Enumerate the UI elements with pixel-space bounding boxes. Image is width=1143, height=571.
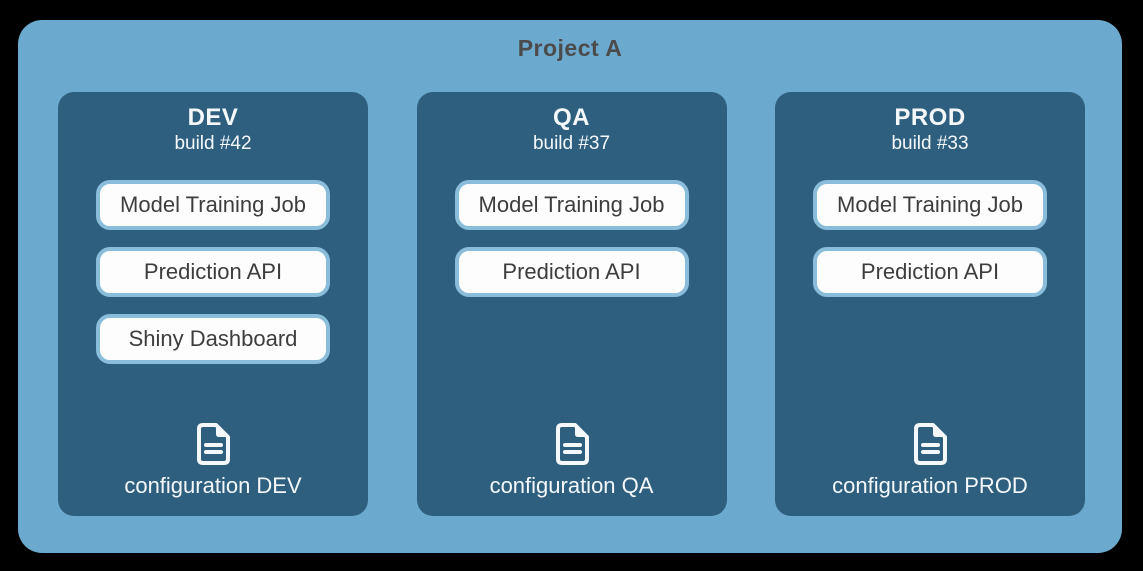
project-container: Project A DEV build #42 Model Training J… [18, 20, 1122, 553]
service-box: Model Training Job [813, 180, 1047, 230]
environment-build: build #42 [174, 133, 252, 154]
service-box: Prediction API [96, 247, 330, 297]
project-title: Project A [517, 35, 623, 61]
service-list: Model Training Job Prediction API [454, 180, 689, 297]
config-label: configuration QA [489, 473, 654, 498]
service-label: Model Training Job [120, 192, 306, 217]
environment-columns: DEV build #42 Model Training Job Predict… [58, 92, 1085, 516]
document-icon [914, 423, 947, 465]
document-icon [555, 423, 589, 465]
service-label: Shiny Dashboard [128, 326, 298, 351]
service-label: Model Training Job [478, 192, 665, 217]
service-label: Prediction API [860, 259, 1000, 284]
service-box: Prediction API [813, 247, 1047, 297]
service-box: Model Training Job [454, 180, 689, 230]
environment-build: build #33 [891, 133, 969, 154]
service-box: Shiny Dashboard [96, 314, 330, 364]
environment-build: build #37 [532, 133, 611, 154]
environment-panel-qa: QA build #37 Model Training Job Predicti… [416, 92, 727, 516]
environment-name: PROD [894, 104, 966, 131]
service-box: Prediction API [454, 247, 689, 297]
config-section: configuration DEV [58, 422, 368, 499]
service-list: Model Training Job Prediction API Shiny … [96, 180, 330, 364]
environment-name: DEV [187, 104, 239, 131]
environment-panel-dev: DEV build #42 Model Training Job Predict… [58, 92, 368, 516]
config-section: configuration QA [417, 422, 727, 499]
environment-name: QA [553, 104, 590, 131]
service-label: Model Training Job [837, 192, 1023, 217]
service-label: Prediction API [143, 259, 283, 284]
document-icon [197, 423, 230, 465]
service-list: Model Training Job Prediction API [813, 180, 1047, 297]
config-section: configuration PROD [775, 422, 1085, 499]
service-box: Model Training Job [96, 180, 330, 230]
config-label: configuration PROD [832, 473, 1028, 498]
environment-panel-prod: PROD build #33 Model Training Job Predic… [775, 92, 1085, 516]
config-label: configuration DEV [124, 473, 302, 498]
service-label: Prediction API [502, 259, 641, 284]
